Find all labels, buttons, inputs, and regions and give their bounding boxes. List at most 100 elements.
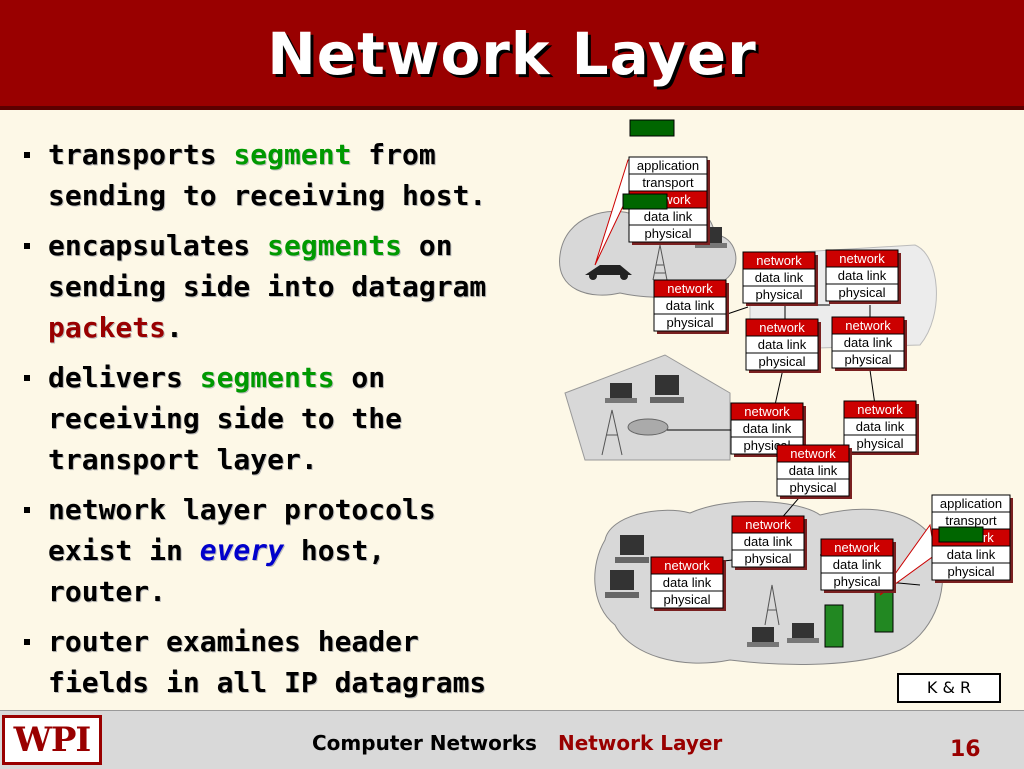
layer-label: data link [744, 534, 793, 549]
layer-label: transport [945, 513, 997, 528]
layer-box [831, 350, 905, 369]
layer-box [931, 562, 1011, 581]
router-stack: network data link physical [742, 251, 818, 306]
highlighted-term: segments [199, 361, 335, 394]
datagram-marker [938, 526, 984, 543]
layer-box [825, 283, 899, 302]
layer-label: physical [834, 574, 881, 589]
layer-label: data link [838, 268, 887, 283]
layer-label: physical [756, 287, 803, 302]
layer-label: network [745, 517, 791, 532]
layer-box [650, 590, 724, 609]
wireless-tower-icon [764, 584, 780, 626]
layer-box [731, 549, 805, 568]
desktop-icon [605, 570, 639, 598]
house-region [564, 354, 731, 461]
credit-label: K & R [897, 673, 1001, 703]
layer-label: network [839, 251, 885, 266]
car-icon [585, 265, 632, 280]
layer-label: data link [833, 557, 882, 572]
router-stack: network data link physical [650, 556, 726, 611]
slide-title: Network Layer [267, 20, 757, 88]
laptop-icon [747, 627, 779, 647]
layer-label: physical [845, 352, 892, 367]
layer-label: network [857, 402, 903, 417]
highlighted-term: packets [48, 311, 167, 344]
server-icon [824, 604, 844, 648]
server-icon [874, 589, 894, 633]
router-stack: network data link physical [776, 444, 852, 499]
router-stack: network data link physical [731, 515, 807, 570]
bullet-text: delivers [48, 361, 200, 394]
layer-label: transport [642, 175, 694, 190]
footer-course: Computer Networks [312, 731, 537, 755]
layer-label: data link [666, 298, 715, 313]
bullet-text: on sending side into datagram [48, 229, 487, 303]
desktop-icon [615, 535, 649, 563]
laptop-icon [787, 623, 819, 643]
layer-label: physical [948, 564, 995, 579]
bullet-text: transports [48, 138, 234, 171]
layer-label: network [667, 281, 713, 296]
footer-chapter: Network Layer [558, 731, 723, 755]
layer-label: physical [664, 592, 711, 607]
router-stack: network data link physical [653, 279, 729, 334]
layer-box [745, 352, 819, 371]
layer-label: network [790, 446, 836, 461]
page-number: 16 [950, 737, 981, 762]
bullet-item: network layer protocols exist in every h… [20, 489, 515, 612]
layer-label: data link [743, 421, 792, 436]
desktop-icon [650, 375, 684, 403]
layer-label: data link [844, 335, 893, 350]
bullet-text: host, router. [48, 534, 386, 608]
router-icon [627, 418, 669, 436]
layer-label: data link [789, 463, 838, 478]
datagram-packet [629, 119, 675, 137]
protocol-stacks: application transport network data link phys… [622, 156, 1013, 611]
layer-label: network [834, 540, 880, 555]
laptop-icon [605, 383, 637, 403]
bullet-item: delivers segments on receiving side to t… [20, 357, 515, 480]
title-bar: Network Layer [0, 0, 1024, 110]
layer-box [843, 434, 917, 453]
highlighted-term: segments [267, 229, 403, 262]
layer-label: data link [758, 337, 807, 352]
network-diagram: application transport network data link phys… [559, 119, 1013, 665]
layer-label: physical [759, 354, 806, 369]
bullet-text: on receiving side to the transport layer… [48, 361, 403, 476]
layer-label: data link [663, 575, 712, 590]
layer-box [628, 224, 708, 243]
highlighted-term: segment [233, 138, 352, 171]
bullet-text: . [166, 311, 183, 344]
bullet-item: encapsulates segments on sending side in… [20, 225, 515, 348]
layer-box [776, 478, 850, 497]
bullet-text: encapsulates [48, 229, 268, 262]
layer-label: network [664, 558, 710, 573]
layer-label: data link [755, 270, 804, 285]
layer-label: physical [790, 480, 837, 495]
layer-label: physical [745, 551, 792, 566]
layer-label: data link [947, 547, 996, 562]
wireless-tower-icon [601, 409, 623, 456]
bullet-text: from sending to receiving host. [48, 138, 487, 212]
layer-label: data link [856, 419, 905, 434]
layer-label: physical [645, 226, 692, 241]
layer-label: application [637, 158, 699, 173]
highlighted-term: every [199, 534, 285, 567]
bullet-text: network layer protocols exist in [48, 493, 436, 567]
layer-label: network [756, 253, 802, 268]
layer-label: physical [839, 285, 886, 300]
layer-box [742, 285, 816, 304]
bullet-list: transports segment from sending to recei… [20, 134, 515, 753]
layer-box [653, 313, 727, 332]
layer-label: data link [644, 209, 693, 224]
layer-label: network [845, 318, 891, 333]
layer-box [820, 572, 894, 591]
layer-label: physical [667, 315, 714, 330]
layer-label: network [744, 404, 790, 419]
datagram-marker [622, 193, 668, 210]
router-stack: network data link physical [831, 316, 907, 371]
